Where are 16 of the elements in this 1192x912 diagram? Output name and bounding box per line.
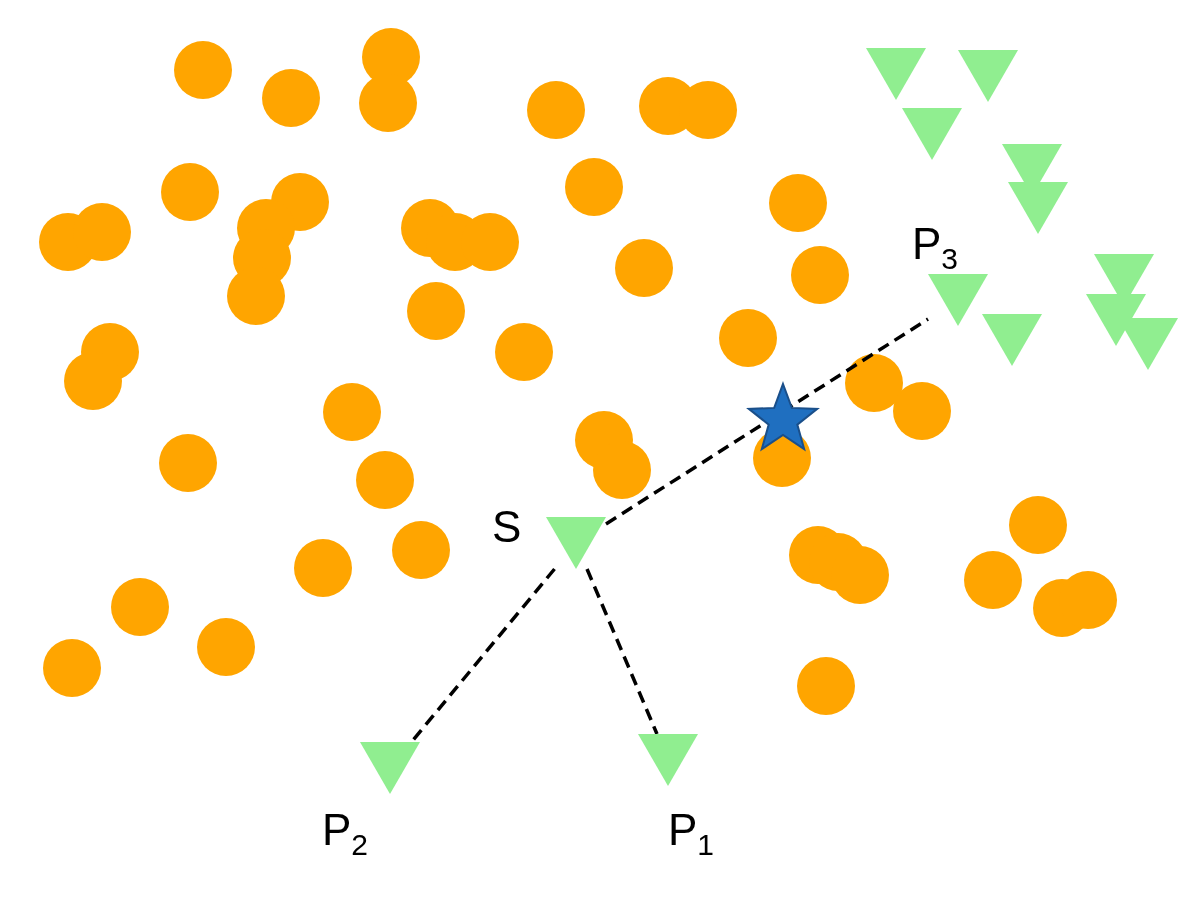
- point-label: P$_{1}$: [668, 808, 715, 860]
- triangle-marker: [902, 108, 962, 160]
- point-label: P$_{2}$: [322, 808, 369, 860]
- triangle-marker: [638, 734, 698, 786]
- point-label: P$_{3}$: [912, 222, 959, 274]
- triangle-marker: [866, 48, 926, 100]
- dashed-line: [605, 317, 929, 526]
- triangle-marker: [982, 314, 1042, 366]
- triangle-marker: [360, 742, 420, 794]
- triangle-marker: [546, 517, 606, 569]
- triangle-marker: [958, 50, 1018, 102]
- point-label: S: [492, 505, 522, 549]
- triangle-marker: [928, 274, 988, 326]
- dashed-line: [585, 568, 659, 735]
- triangle-marker: [1008, 182, 1068, 234]
- triangle-marker: [1086, 294, 1146, 346]
